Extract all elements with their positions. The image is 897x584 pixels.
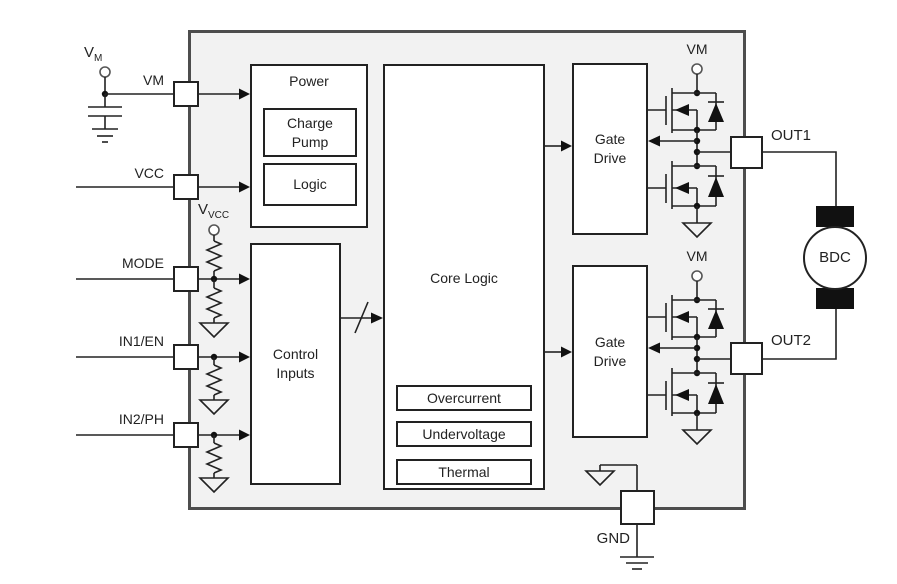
vm-supply-circuit bbox=[88, 66, 173, 143]
ground-icon bbox=[198, 322, 230, 339]
pin-out1 bbox=[730, 136, 763, 169]
pin-arrows bbox=[199, 88, 250, 441]
bus-slash-icon bbox=[354, 301, 369, 334]
resistor-icon bbox=[204, 364, 224, 396]
logic-box: Logic bbox=[263, 163, 357, 206]
gate-drive-2-block: Gate Drive bbox=[572, 265, 648, 438]
earth-ground-icon bbox=[92, 128, 118, 143]
overcurrent-label: Overcurrent bbox=[427, 389, 501, 406]
in1-en-pin-label: IN1/EN bbox=[118, 333, 164, 349]
motor-body-icon bbox=[803, 226, 867, 290]
pin-in2-ph bbox=[173, 422, 199, 448]
mode-pin-label: MODE bbox=[122, 255, 164, 271]
overcurrent-box: Overcurrent bbox=[396, 385, 532, 411]
thermal-box: Thermal bbox=[396, 459, 532, 485]
pin-vcc bbox=[173, 174, 199, 200]
in1-pulldown-resistor bbox=[198, 353, 230, 416]
gate-drive-1-block: Gate Drive bbox=[572, 63, 648, 235]
vvcc-terminal-icon bbox=[208, 224, 220, 236]
charge-pump-label-line2: Pump bbox=[291, 133, 329, 150]
pin-out2 bbox=[730, 342, 763, 375]
logic-label: Logic bbox=[293, 176, 327, 192]
vm-supply-label: VM bbox=[84, 44, 103, 65]
pin-in1-en bbox=[173, 344, 199, 370]
gate-drive-1-label-line1: Gate bbox=[594, 131, 626, 147]
ground-icon bbox=[584, 470, 616, 487]
charge-pump-box: Charge Pump bbox=[263, 108, 357, 157]
resistor-icon bbox=[204, 287, 224, 319]
half-bridge-2 bbox=[647, 270, 732, 445]
resistor-icon bbox=[204, 442, 224, 474]
vm-pin-label: VM bbox=[143, 72, 164, 88]
control-inputs-label-line2: Inputs bbox=[276, 365, 315, 381]
resistor-icon bbox=[204, 240, 224, 272]
ground-icon bbox=[198, 399, 230, 416]
vm-rail-label-bottom: VM bbox=[686, 248, 708, 264]
control-inputs-label-line1: Control bbox=[272, 346, 319, 362]
ground-icon bbox=[198, 477, 230, 494]
out1-label: OUT1 bbox=[771, 127, 812, 144]
gate-drive-2-label-line2: Drive bbox=[593, 352, 627, 369]
in2-pulldown-resistor bbox=[198, 431, 230, 494]
motor-brush-icon bbox=[816, 206, 854, 227]
vvcc-label: VVCC bbox=[198, 201, 230, 222]
gate-drive-arrows bbox=[545, 140, 572, 358]
motor-label: BDC bbox=[819, 249, 851, 266]
bus-arrow bbox=[341, 301, 383, 334]
charge-pump-label-line1: Charge bbox=[287, 114, 333, 131]
motor-wiring bbox=[762, 151, 867, 360]
gnd-wiring bbox=[584, 464, 654, 570]
in2-ph-pin-label: IN2/PH bbox=[118, 411, 164, 427]
undervoltage-box: Undervoltage bbox=[396, 421, 532, 447]
vcc-pin-label: VCC bbox=[134, 165, 164, 181]
pin-gnd bbox=[620, 490, 655, 525]
vvcc-pullup-circuit bbox=[198, 224, 230, 339]
gnd-label: GND bbox=[596, 530, 630, 547]
control-inputs-block: Control Inputs bbox=[250, 243, 341, 485]
thermal-label: Thermal bbox=[438, 463, 490, 480]
core-logic-block: Core Logic bbox=[383, 64, 545, 490]
undervoltage-label: Undervoltage bbox=[422, 425, 506, 442]
pin-vm bbox=[173, 81, 199, 107]
out2-label: OUT2 bbox=[771, 332, 812, 349]
power-block-label: Power bbox=[289, 73, 329, 89]
gate-drive-2-label-line1: Gate bbox=[594, 333, 626, 350]
capacitor-icon bbox=[88, 106, 122, 117]
input-lines bbox=[76, 186, 173, 436]
gate-drive-1-label-line2: Drive bbox=[593, 150, 627, 166]
vm-rail-label-top: VM bbox=[686, 41, 708, 57]
core-logic-label: Core Logic bbox=[430, 270, 498, 286]
half-bridge-1 bbox=[647, 63, 732, 238]
pin-mode bbox=[173, 266, 199, 292]
earth-ground-icon bbox=[620, 556, 654, 570]
motor-brush-icon bbox=[816, 288, 854, 309]
